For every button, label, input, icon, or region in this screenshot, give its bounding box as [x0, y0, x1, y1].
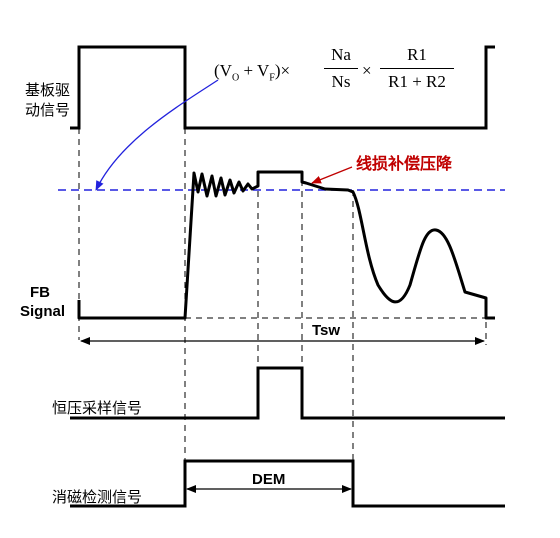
base-drive-waveform: [70, 45, 495, 130]
formula-vf-sub: F: [269, 72, 275, 84]
formula-close: )×: [274, 61, 291, 80]
formula-frac1-num: Na: [331, 45, 351, 64]
fb-signal-waveform: [77, 170, 495, 320]
formula-open: (V: [214, 61, 232, 80]
fb-label-line2: Signal: [20, 303, 66, 320]
vertical-guide-lines: [78, 128, 487, 500]
dem-label: DEM: [252, 471, 286, 488]
demag-detect-waveform: [70, 459, 505, 508]
line-loss-label: 线损补偿压降: [356, 156, 453, 173]
tsw-label: Tsw: [312, 322, 341, 339]
base-drive-label-line2: 动信号: [25, 101, 71, 119]
formula-frac1-bar: [324, 68, 358, 69]
formula-frac1-den: Ns: [331, 72, 351, 91]
cv-sample-waveform: [70, 366, 505, 420]
formula-plus: + V: [239, 61, 270, 80]
formula-frac2-den: R1 + R2: [388, 72, 446, 91]
fb-label-line1: FB: [30, 284, 50, 301]
formula-times2: ×: [362, 61, 372, 80]
line-loss-arrow: [311, 166, 353, 184]
formula-voltage-term: (VO + VF)×: [214, 61, 290, 83]
formula-pointer-arrow: [95, 79, 219, 191]
cv-sample-label: 恒压采样信号: [52, 399, 143, 417]
base-drive-label-line1: 基板驱: [25, 81, 71, 99]
formula-frac2-bar: [380, 68, 454, 69]
formula-frac2-num: R1: [407, 45, 427, 64]
demag-detect-label: 消磁检测信号: [52, 488, 143, 506]
formula-vo-sub: O: [231, 72, 240, 84]
